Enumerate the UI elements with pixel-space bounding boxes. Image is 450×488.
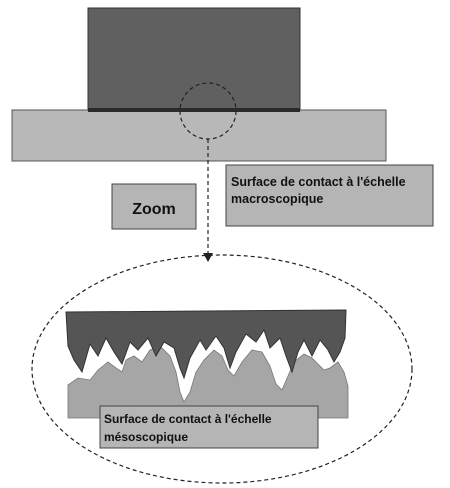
zoom-label-box	[111, 183, 197, 230]
lower-rough-surface	[67, 345, 349, 419]
connector-arrowhead	[203, 253, 213, 262]
meso-label-line1: Surface de contact à l'échelle	[104, 412, 272, 426]
upper-block	[87, 7, 301, 111]
upper-rough-surface	[65, 309, 347, 380]
macro-label-line1: Surface de contact à l'échelle	[231, 175, 406, 189]
meso-label-line2: mésoscopique	[104, 430, 188, 444]
contact-line	[88, 108, 300, 112]
base-plate	[11, 109, 387, 162]
meso-label-box	[99, 405, 319, 449]
macro-label-line2: macroscopique	[231, 192, 323, 206]
macro-label-box	[225, 164, 434, 227]
zoom-label: Zoom	[132, 201, 176, 218]
mesoscopic-ellipse	[31, 254, 413, 484]
